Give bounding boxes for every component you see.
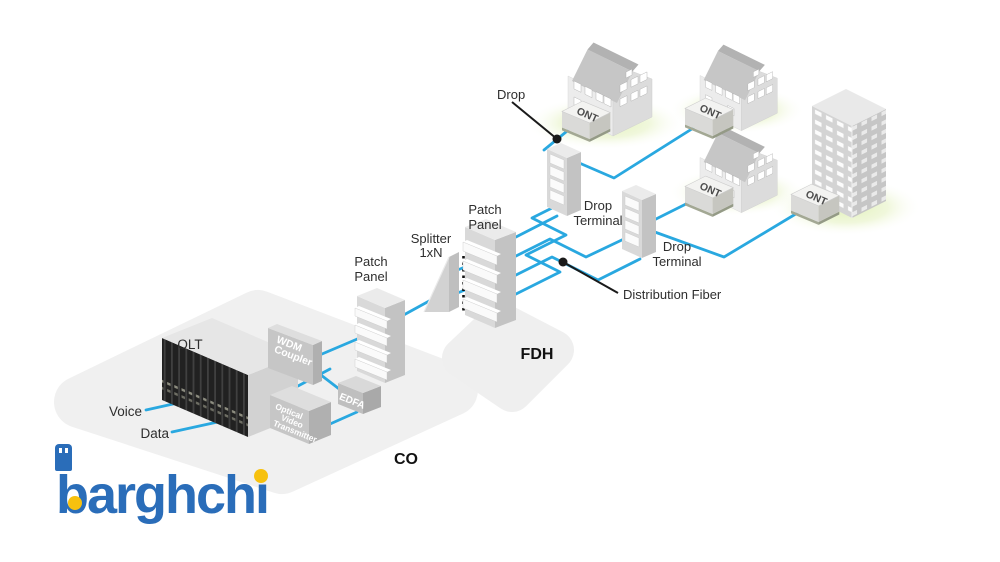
fdh-patch-panel-label-line2: Panel — [468, 217, 501, 232]
distribution-fiber-label: Distribution Fiber — [623, 287, 722, 302]
fiber-wdm-patch — [320, 335, 364, 356]
optical-video-transmitter-box: Optical Video Transmitter — [270, 386, 331, 445]
distribution-fiber-callout-dot — [558, 257, 568, 267]
logo-barghchi: barghchi — [54, 444, 324, 549]
distribution-fiber-callout — [558, 257, 619, 294]
fiber-distribution-1 — [512, 214, 559, 240]
fiber-patch-splitter — [398, 298, 433, 319]
fdh-patch-panel-label-line1: Patch — [468, 202, 501, 217]
drop-callout-dot — [552, 134, 562, 144]
drop-terminal-1-label-line2: Terminal — [573, 213, 622, 228]
drop-terminal-1 — [546, 142, 582, 217]
logo-text: barghchi — [56, 465, 270, 525]
logo-yellow-dot-b — [68, 496, 82, 510]
co-label: CO — [394, 451, 418, 468]
olt-label: OLT — [177, 337, 202, 352]
fiber-ovt-edfa — [328, 410, 359, 426]
co-patch-panel — [354, 288, 405, 383]
co-patch-panel-label-line1: Patch — [354, 254, 387, 269]
fiber-dt1-ont2 — [575, 125, 697, 180]
data-label: Data — [140, 426, 169, 441]
drop-label: Drop — [497, 87, 525, 102]
fiber-distribution-3 — [512, 255, 642, 282]
fdh-label: FDH — [521, 346, 554, 363]
usb-pin — [59, 448, 62, 453]
voice-label: Voice — [109, 404, 142, 419]
drop-terminal-2 — [621, 184, 657, 259]
drop-callout — [511, 101, 562, 144]
splitter-label-line2: 1xN — [419, 245, 442, 260]
fdh-patch-panel — [462, 219, 516, 328]
fiber-distribution-4 — [512, 201, 568, 297]
splitter-label-line1: Splitter — [411, 231, 452, 246]
drop-terminal-2-label-line2: Terminal — [652, 254, 701, 269]
fiber-distribution-2 — [512, 236, 628, 259]
wdm-coupler-box: WDM Coupler — [268, 324, 322, 385]
usb-pin — [65, 448, 68, 453]
splitter-wedge — [423, 252, 459, 313]
logo-yellow-dot-i — [254, 469, 268, 483]
co-patch-panel-label-line2: Panel — [354, 269, 387, 284]
drop-terminal-1-label-line1: Drop — [584, 198, 612, 213]
fiber-dt2-ont4 — [650, 210, 801, 259]
fdh-platform — [442, 302, 574, 412]
drop-terminal-2-label-line1: Drop — [663, 239, 691, 254]
logo-usb-plug-icon — [55, 444, 72, 471]
